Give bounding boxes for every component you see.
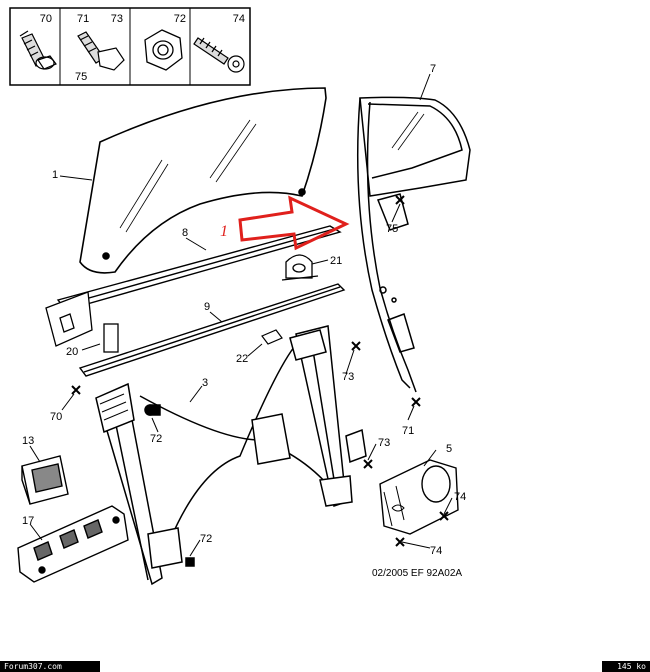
callout-9: 9 (204, 301, 210, 313)
inner-belt-seal (78, 283, 346, 377)
callout-74-lower: 74 (430, 545, 442, 557)
leader-lines (29, 73, 453, 557)
callout-3: 3 (202, 377, 208, 389)
callout-13: 13 (22, 435, 34, 447)
callout-8: 8 (182, 227, 188, 239)
red-annotation: 1 (220, 195, 350, 251)
callout-72-upper: 72 (150, 433, 162, 445)
door-glass (79, 87, 327, 274)
hex-nut-72-icon (144, 29, 183, 71)
switch-panel-17 (17, 505, 129, 583)
callout-70: 70 (50, 411, 62, 423)
callout-75: 75 (386, 223, 398, 235)
fastener-markers (71, 195, 449, 547)
callout-71: 71 (402, 425, 414, 437)
legend-label-72: 72 (174, 13, 186, 25)
stop-clip-21 (281, 254, 319, 281)
callout-numbers: 1 7 8 9 3 5 13 17 20 21 22 70 71 72 72 7… (22, 63, 466, 557)
flange-bolt-71-icon (77, 31, 125, 71)
window-switch-13 (21, 455, 69, 505)
legend-label-70: 70 (40, 13, 52, 25)
glass-bracket-20 (45, 291, 119, 353)
legend-label-73: 73 (111, 13, 123, 25)
callout-1: 1 (52, 169, 58, 181)
callout-17: 17 (22, 515, 34, 527)
clip-22 (261, 329, 283, 345)
window-motor (379, 459, 459, 535)
footer-size-label: 145 ko (602, 661, 650, 672)
callout-73-lower: 73 (378, 437, 390, 449)
annotation-label: 1 (220, 223, 228, 240)
legend-label-71: 71 (77, 13, 89, 25)
callout-22: 22 (236, 353, 248, 365)
legend-label-75: 75 (75, 71, 87, 83)
flange-bolt-70-icon (19, 30, 57, 70)
callout-5: 5 (446, 443, 452, 455)
callout-72-lower: 72 (200, 533, 212, 545)
footer-site-label: Forum307.com (0, 661, 100, 672)
callout-74-upper: 74 (454, 491, 466, 503)
callout-20: 20 (66, 346, 78, 358)
legend-label-74: 74 (233, 13, 245, 25)
window-regulator (95, 325, 367, 586)
callout-73-upper: 73 (342, 371, 354, 383)
drawing-reference: 02/2005 EF 92A02A (372, 568, 462, 579)
rear-window-frame (356, 96, 471, 393)
tapping-screw-74-icon (193, 37, 245, 73)
callout-7: 7 (430, 63, 436, 75)
callout-21: 21 (330, 255, 342, 267)
fastener-legend: 70 71 73 75 72 74 (9, 7, 251, 86)
